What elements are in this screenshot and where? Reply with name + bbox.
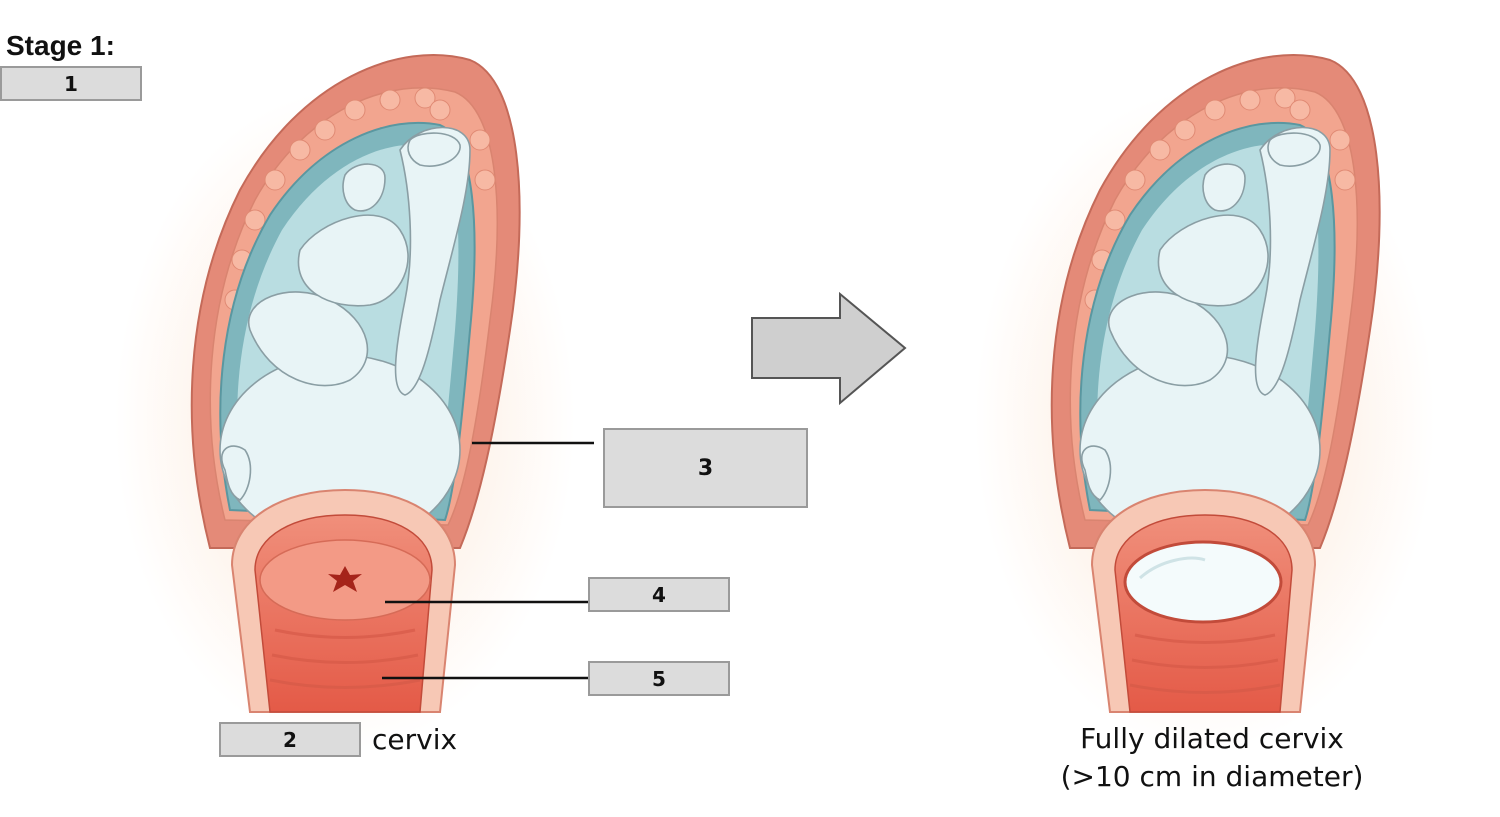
progression-arrow	[751, 291, 907, 406]
label-box-2[interactable]: 2	[219, 722, 361, 757]
stage-title: Stage 1:	[6, 30, 115, 61]
label-box-3[interactable]: 3	[603, 428, 808, 508]
dilated-caption-line2: (>10 cm in diameter)	[1060, 760, 1364, 793]
label-box-1[interactable]: 1	[0, 66, 142, 101]
right-uterus	[975, 54, 1435, 750]
cervix-caption: cervix	[372, 723, 458, 756]
right-fetus	[1079, 126, 1331, 546]
dilated-caption-line1: Fully dilated cervix	[1080, 722, 1344, 755]
right-dilated-opening	[1123, 540, 1283, 624]
label-box-5[interactable]: 5	[588, 661, 730, 696]
left-os-mark	[328, 566, 362, 592]
left-uterus	[115, 54, 594, 750]
label-box-4[interactable]: 4	[588, 577, 730, 612]
